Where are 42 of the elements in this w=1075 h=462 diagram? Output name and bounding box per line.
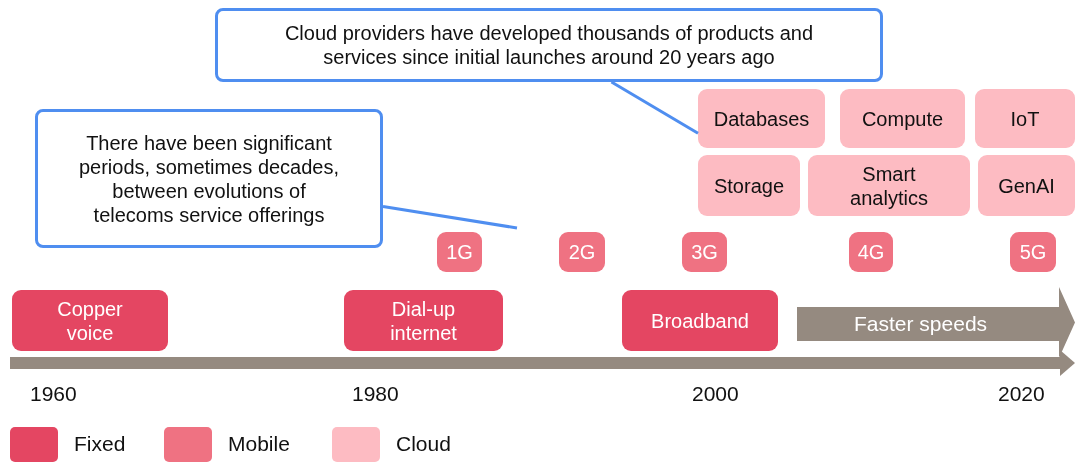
category-box (975, 89, 1075, 148)
legend-label: Mobile (228, 432, 290, 456)
box-label: Broadband (651, 308, 749, 333)
leader-line (382, 204, 518, 230)
callout-text: Cloud providers have developed thousands of products and services since initial launches around 20 years ago (283, 21, 815, 69)
category-box (808, 155, 970, 216)
box-label: 5G (1019, 240, 1047, 264)
callout-box (215, 8, 883, 82)
category-box (682, 232, 727, 272)
callout-text: There have been significant periods, sometimes decades, between evolutions of telecoms service offerings (77, 130, 341, 227)
box-label: Databases (713, 106, 810, 131)
category-box (437, 232, 482, 272)
year-label: 2000 (692, 382, 739, 406)
category-box (978, 155, 1075, 216)
category-box (849, 232, 893, 272)
box-label: Compute (861, 106, 944, 131)
category-box (12, 290, 168, 351)
legend-label: Cloud (396, 432, 451, 456)
box-label: Copper voice (56, 296, 124, 345)
category-box (840, 89, 965, 148)
box-label: 3G (691, 240, 718, 264)
category-box (559, 232, 605, 272)
category-box (1010, 232, 1056, 272)
category-box (698, 155, 800, 216)
year-label: 2020 (998, 382, 1045, 406)
box-label: IoT (1010, 106, 1040, 131)
box-label: GenAI (998, 173, 1055, 198)
year-label: 1980 (352, 382, 399, 406)
year-label: 1960 (30, 382, 77, 406)
category-box (698, 89, 825, 148)
box-label: Storage (713, 173, 785, 198)
box-label: Faster speeds (854, 311, 988, 337)
callout-box (35, 109, 383, 248)
box-label: 1G (446, 240, 473, 264)
box-label: Smart analytics (849, 161, 929, 210)
box-label: 4G (857, 240, 885, 264)
box-label: 2G (568, 240, 596, 264)
category-box (344, 290, 503, 351)
category-box (622, 290, 778, 351)
legend-label: Fixed (74, 432, 126, 456)
box-label: Dial-up internet (389, 296, 458, 345)
leader-line (610, 80, 699, 135)
